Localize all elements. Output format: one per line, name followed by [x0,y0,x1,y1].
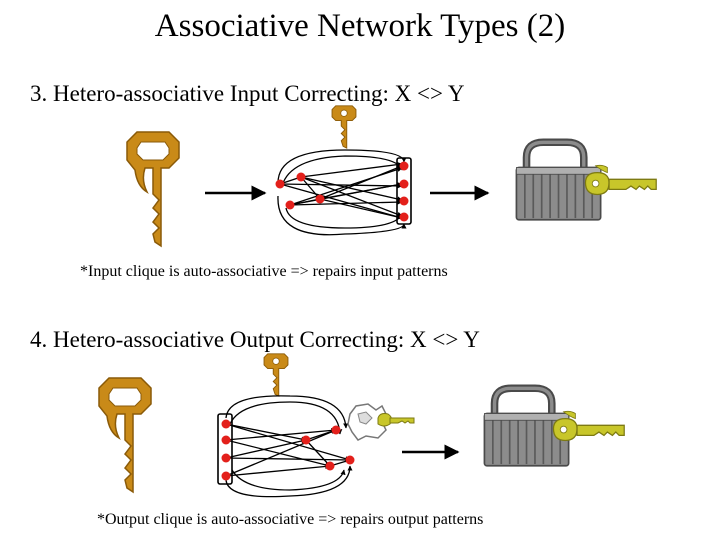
padlock-icon [484,388,624,465]
section-4-diagram [98,353,624,498]
small-key-icon [331,105,357,149]
section-4-heading: 4. Hetero-associative Output Correcting:… [30,327,480,352]
small-key-icon [263,353,289,397]
section-3-note: *Input clique is auto-associative => rep… [80,263,448,280]
network-nodes [221,419,355,481]
section-4-note: *Output clique is auto-associative => re… [97,511,484,528]
input-key-icon [98,377,152,493]
slide-title: Associative Network Types (2) [154,8,566,44]
network-diagram-icon [277,149,412,236]
input-key-icon [126,131,180,247]
section-3-diagram [126,105,656,247]
network-nodes [275,161,409,222]
section-3-heading: 3. Hetero-associative Input Correcting: … [30,81,465,106]
padlock-icon [516,142,656,219]
network-diagram-icon [217,395,353,498]
broken-key-icon [347,403,415,441]
